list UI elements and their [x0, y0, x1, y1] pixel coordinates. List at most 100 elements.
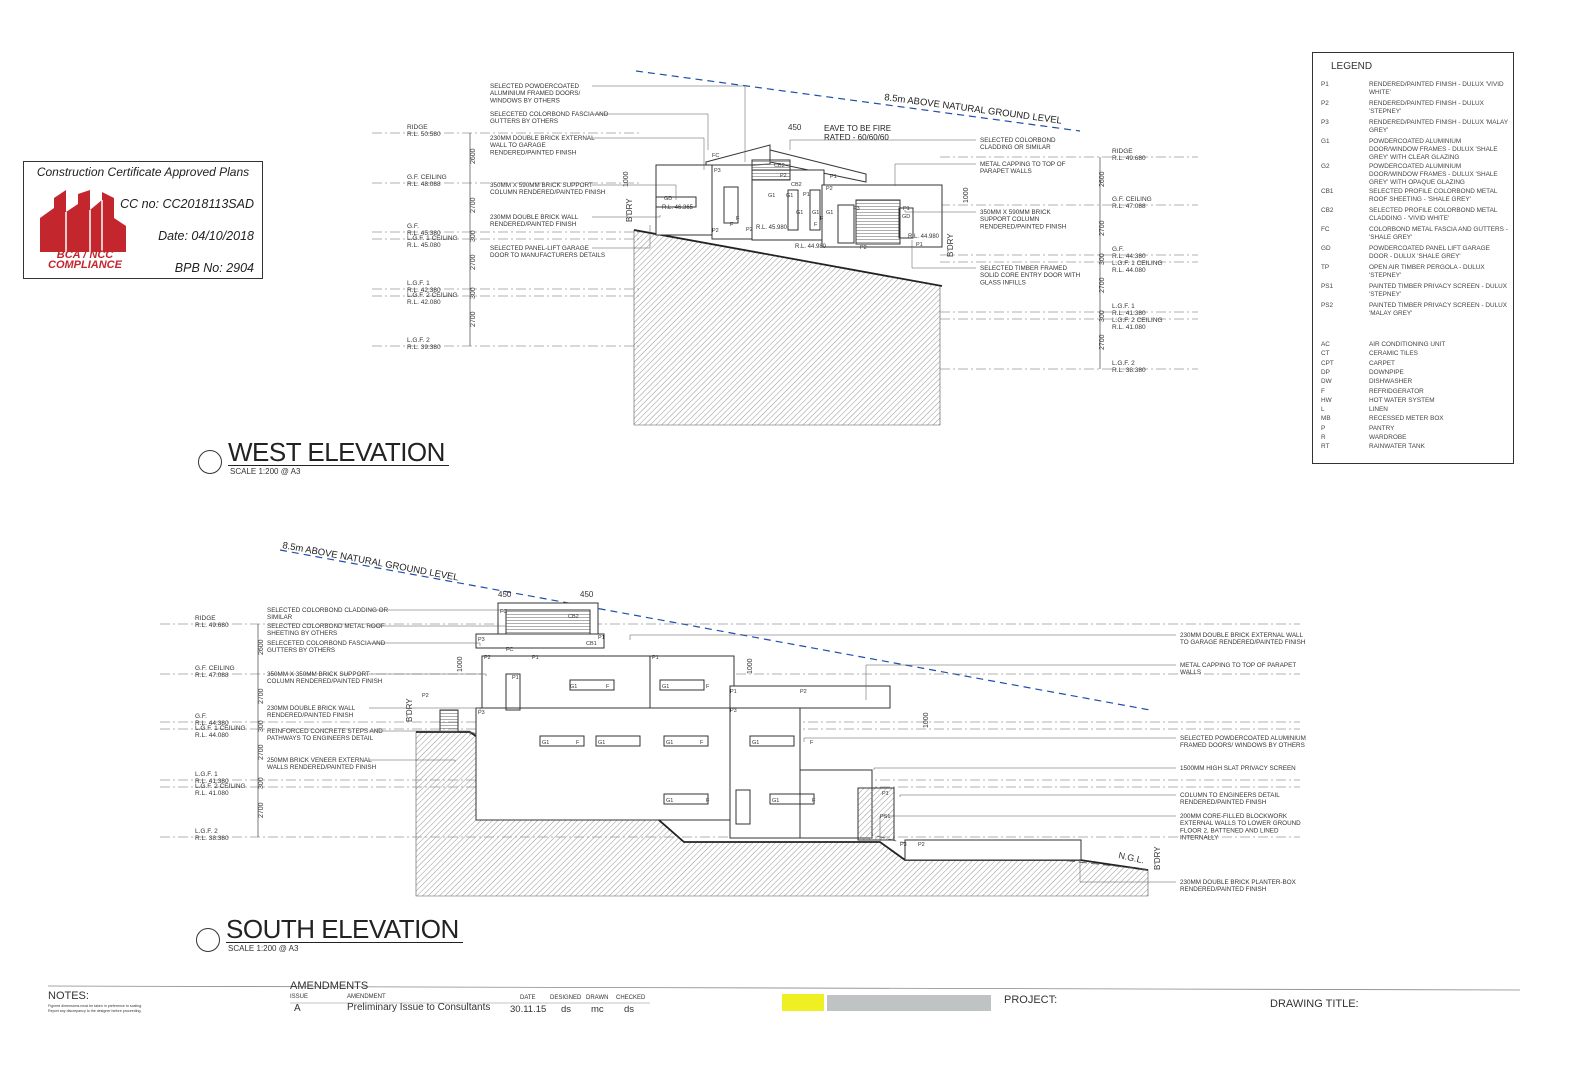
west-note-left-leader	[592, 113, 709, 150]
notes-label: NOTES:	[48, 990, 89, 1002]
west-dim-left: 300	[470, 287, 477, 299]
amend-row-issue: A	[294, 1003, 301, 1014]
south-level-name: L.G.F. 2 CEILING	[195, 783, 246, 790]
amend-col-issue: ISSUE	[290, 994, 309, 1000]
legend-desc: COLORBOND METAL FASCIA AND GUTTERS - 'SH…	[1369, 226, 1508, 241]
west-left-level-rl: R.L. 45.080	[407, 242, 441, 249]
south-tag: PS1	[880, 814, 890, 820]
south-level-rl: R.L. 44.380	[195, 720, 229, 727]
south-level-name: L.G.F. 1	[195, 771, 218, 778]
west-dim-left: 2700	[470, 254, 477, 270]
west-height-plane	[635, 70, 1081, 132]
west-tag: CB2	[774, 163, 785, 169]
south-note-left-leader	[369, 625, 507, 628]
amend-row-checked: ds	[624, 1004, 635, 1015]
west-dim-right: 2600	[1099, 171, 1106, 187]
legend-desc: POWDERCOATED PANEL LIFT GARAGE DOOR - DU…	[1369, 245, 1490, 260]
west-elevation-marker-icon	[198, 450, 222, 474]
certificate-stamp: Construction Certificate Approved Plans …	[23, 161, 263, 279]
legend-desc: DOWNPIPE	[1369, 368, 1404, 376]
legend-code: MB	[1321, 415, 1331, 423]
west-spot-level: R.L. 44.980	[908, 234, 940, 240]
south-tag: F	[706, 684, 710, 690]
west-tag: G1	[826, 210, 833, 216]
west-bdry-left: B'DRY	[625, 198, 634, 222]
west-ground-line	[633, 229, 943, 287]
south-tag: G1	[666, 740, 673, 746]
south-elevation: 8.5m ABOVE NATURAL GROUND LEVEL	[160, 540, 1306, 897]
amend-col-amendment: AMENDMENT	[347, 994, 386, 1000]
logo-text-line-2: COMPLIANCE	[48, 259, 122, 271]
west-right-level-rl: R.L. 44.380	[1112, 253, 1146, 260]
notes-small-1: Figured dimensions must be taken in pref…	[48, 1004, 143, 1008]
west-tag: P2	[860, 245, 867, 251]
legend-desc: SELECTED PROFILE COLORBOND METAL ROOF SH…	[1369, 188, 1498, 203]
legend-code: FC	[1321, 226, 1330, 233]
legend-desc: LINEN	[1369, 406, 1388, 414]
south-elevation-marker-icon	[196, 928, 220, 952]
west-note-right-leader	[789, 139, 976, 150]
west-left-level-name: L.G.F. 1	[407, 280, 430, 287]
west-dim-right: 2700	[1099, 277, 1106, 293]
legend-code: G1	[1321, 138, 1330, 145]
west-spot-level: R.L. 44.980	[795, 244, 827, 250]
south-tag: P1	[598, 635, 605, 641]
legend-desc: POWDERCOATED ALUMINIUM DOOR/WINDOW FRAME…	[1369, 163, 1498, 186]
west-note-left-leader	[592, 225, 651, 249]
west-right-level-name: L.G.F. 1 CEILING	[1112, 260, 1163, 267]
south-tag: FC	[506, 647, 513, 653]
south-tag: CB2	[568, 614, 579, 620]
west-dim-right: 300	[1099, 310, 1106, 322]
west-spot-level: R.L. 45.980	[756, 225, 788, 231]
west-building	[655, 144, 943, 248]
west-elevation-scale: SCALE 1:200 @ A3	[230, 467, 301, 476]
legend-desc: REFRIDGERATOR	[1369, 387, 1424, 395]
south-note-left-leader	[369, 730, 471, 735]
legend-desc: PANTRY	[1369, 424, 1395, 432]
south-tag: P1	[652, 655, 659, 661]
legend-code: R	[1321, 434, 1326, 441]
south-tag: P1	[512, 675, 519, 681]
legend-code: P2	[1321, 100, 1329, 107]
west-left-level-rl: R.L. 42.080	[407, 299, 441, 306]
legend-code: CT	[1321, 350, 1330, 358]
south-tag: P1	[882, 791, 889, 797]
notes-small-2: Report any discrepancy to the designer b…	[48, 1009, 142, 1013]
south-level-rl: R.L. 41.380	[195, 778, 229, 785]
west-note-right-leader	[894, 163, 976, 186]
west-tag: P2	[826, 186, 833, 192]
legend-desc: AIR CONDITIONING UNIT	[1369, 341, 1446, 348]
legend-desc: POWDERCOATED ALUMINIUM DOOR/WINDOW FRAME…	[1369, 138, 1498, 161]
legend-code: P3	[1321, 119, 1329, 126]
west-tag: GD	[902, 214, 910, 220]
west-left-level-rl: R.L. 42.380	[407, 287, 441, 294]
amend-col-drawn: DRAWN	[586, 995, 609, 1001]
south-tag: P2	[918, 842, 925, 848]
legend-desc: RENDERED/PAINTED FINISH - DULUX 'MALAY G…	[1369, 119, 1508, 134]
amendments-label: AMENDMENTS	[290, 980, 369, 992]
west-tag: P1	[916, 242, 923, 248]
west-tag: CB2	[791, 182, 802, 188]
south-ngl: N.G.L.	[1118, 850, 1146, 865]
west-tag: G1	[796, 210, 803, 216]
west-tag: P2	[712, 228, 719, 234]
south-level-name: G.F. CEILING	[195, 665, 235, 672]
west-left-level-name: RIDGE	[407, 124, 428, 131]
south-tag: G1	[752, 740, 759, 746]
west-level-lines	[372, 132, 1198, 370]
amend-col-date: DATE	[520, 995, 536, 1001]
legend-desc: PAINTED TIMBER PRIVACY SCREEN - DULUX 'M…	[1369, 302, 1508, 317]
west-tag: G1	[786, 193, 793, 199]
legend-desc: OPEN AIR TIMBER PERGOLA - DULUX 'STEPNEY…	[1369, 264, 1485, 279]
south-dim: 2700	[258, 744, 265, 760]
south-dim: 2600	[258, 639, 265, 655]
west-eave-note: EAVE TO BE FIRE	[824, 124, 891, 133]
south-height-plane	[279, 549, 1151, 711]
